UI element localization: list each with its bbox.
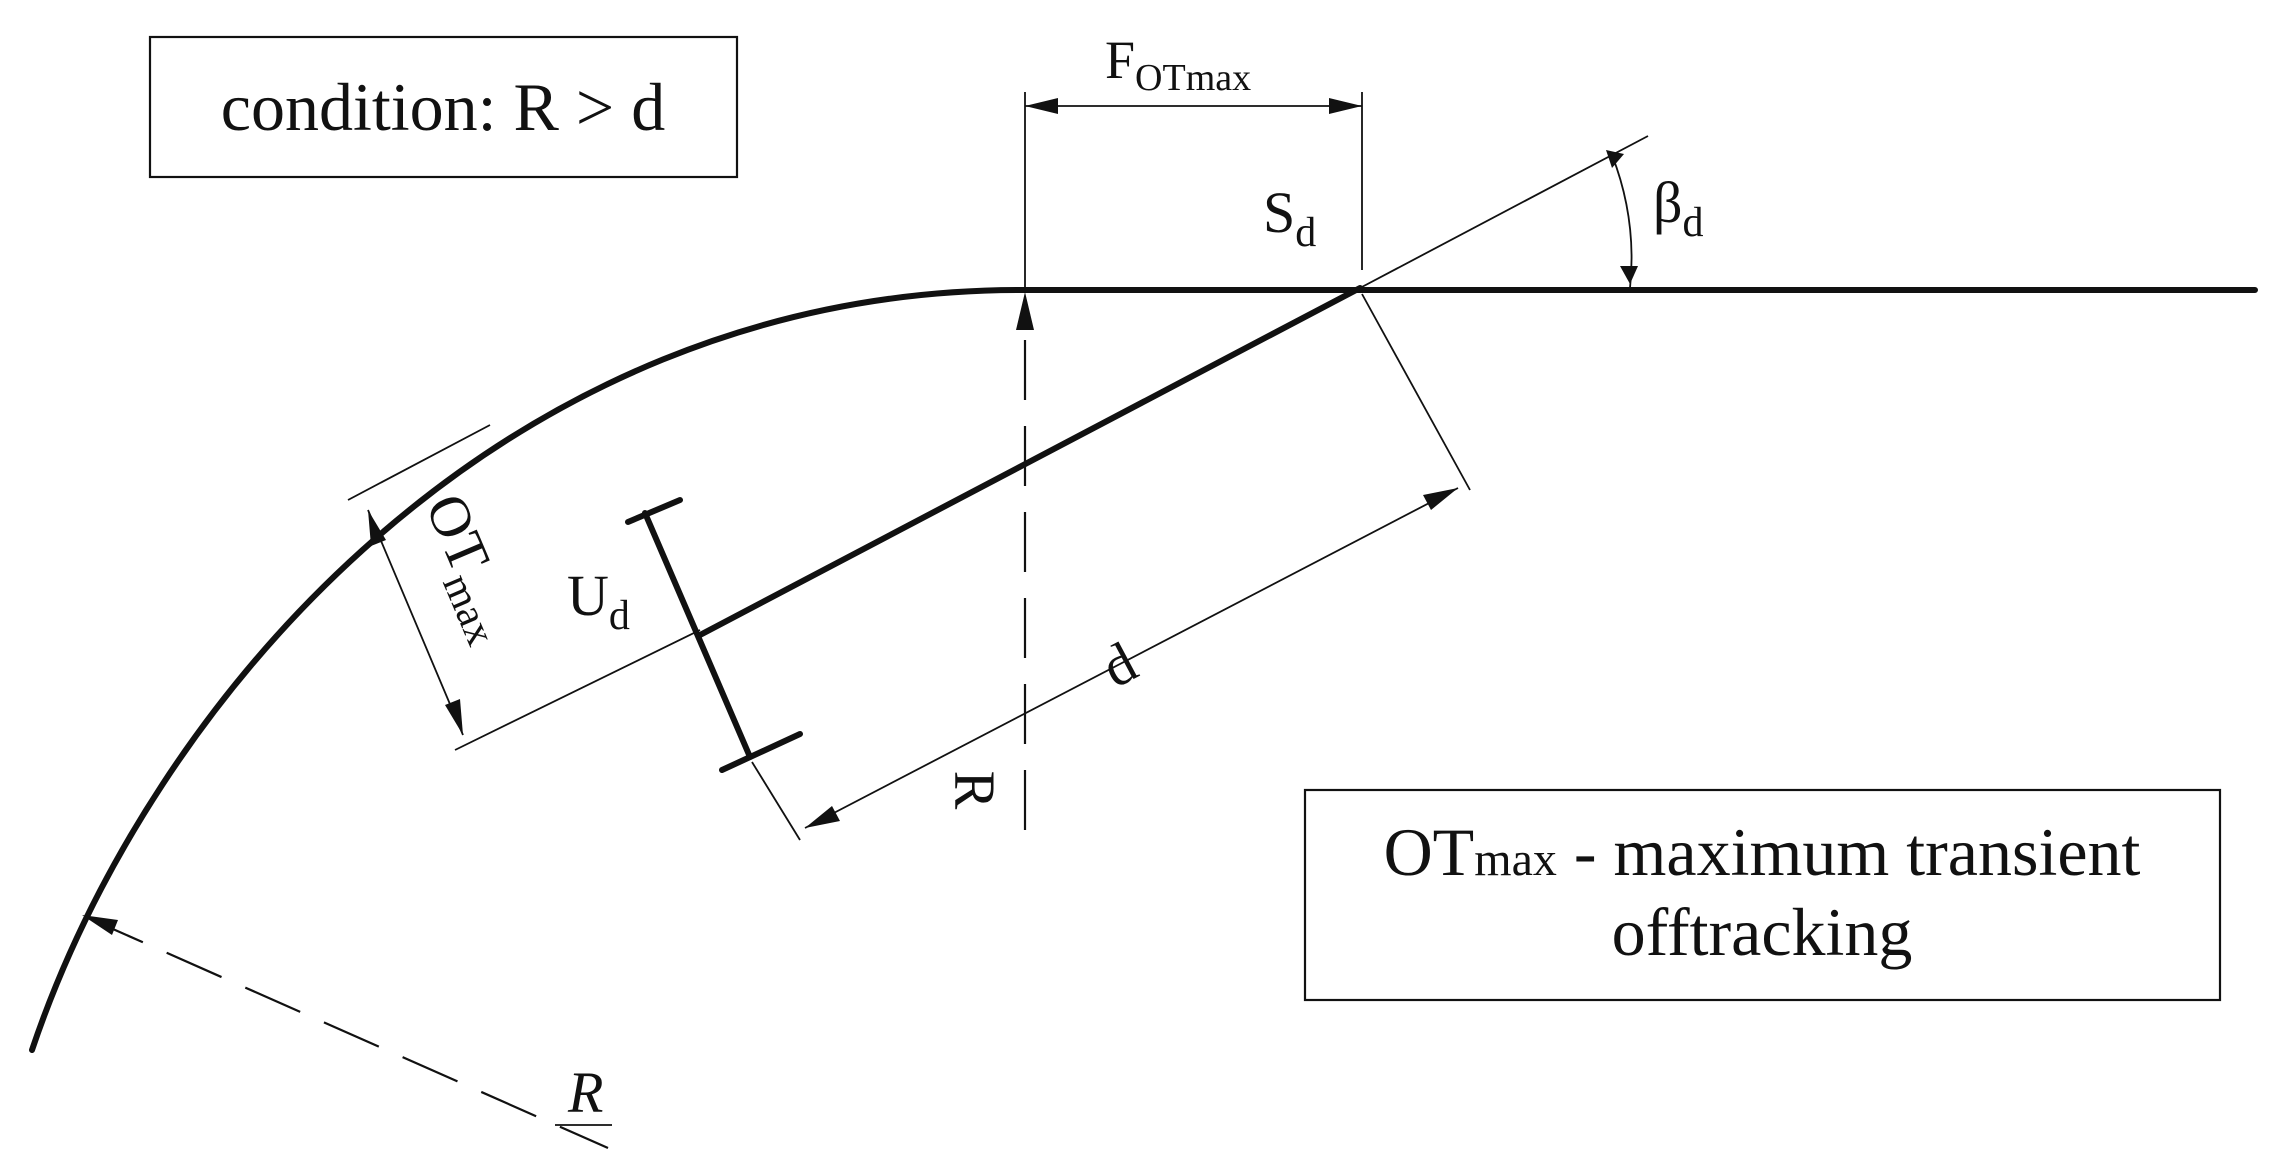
fotmax-arrow-left [1025, 98, 1058, 114]
rear-axle-tick-top [625, 497, 683, 525]
beta-label: βd [1653, 170, 1704, 246]
otmax-label: OTmax [403, 485, 531, 652]
beta-arrow-bottom [1620, 266, 1638, 284]
radius-label: R [567, 1060, 603, 1125]
rear-axle-ud [642, 510, 753, 760]
d-label: d [1091, 629, 1147, 700]
d-arrow-front [1423, 488, 1458, 510]
radius-arrow [82, 915, 118, 935]
road-curve [29, 287, 2258, 1053]
d-arrow-rear [805, 806, 840, 828]
otmax-dim-line [367, 509, 464, 736]
d-dim-line [804, 487, 1459, 829]
r-vertical-label: R [942, 771, 1007, 810]
d-ext-rear [751, 761, 801, 841]
vehicle-axis [697, 285, 1363, 638]
fotmax-arrow-right [1329, 98, 1362, 114]
rear-axle-tick-bottom [719, 731, 803, 773]
sd-label: Sd [1263, 180, 1316, 256]
legend-line2: offtracking [1612, 894, 1913, 970]
condition-box [148, 35, 739, 179]
tangent-line [347, 424, 491, 501]
radius-dashed-line [87, 916, 609, 1150]
d-ext-front [1361, 293, 1471, 491]
legend-line1: OTmax - maximum transient [1384, 814, 2141, 890]
fotmax-label: FOTmax [1105, 30, 1251, 99]
otmax-arrow-bottom [445, 699, 463, 735]
beta-arrow-top [1606, 150, 1624, 168]
legend-box [1303, 788, 2222, 1002]
otmax-arrow-top [368, 510, 386, 546]
legend-line1-sub: max [1474, 833, 1557, 886]
r-vertical-arrow [1016, 292, 1034, 330]
otmax-ext-bottom [454, 629, 701, 751]
ud-label: Ud [567, 563, 630, 639]
condition-text: condition: R > d [221, 69, 665, 145]
beta-reference-line [1359, 135, 1649, 289]
